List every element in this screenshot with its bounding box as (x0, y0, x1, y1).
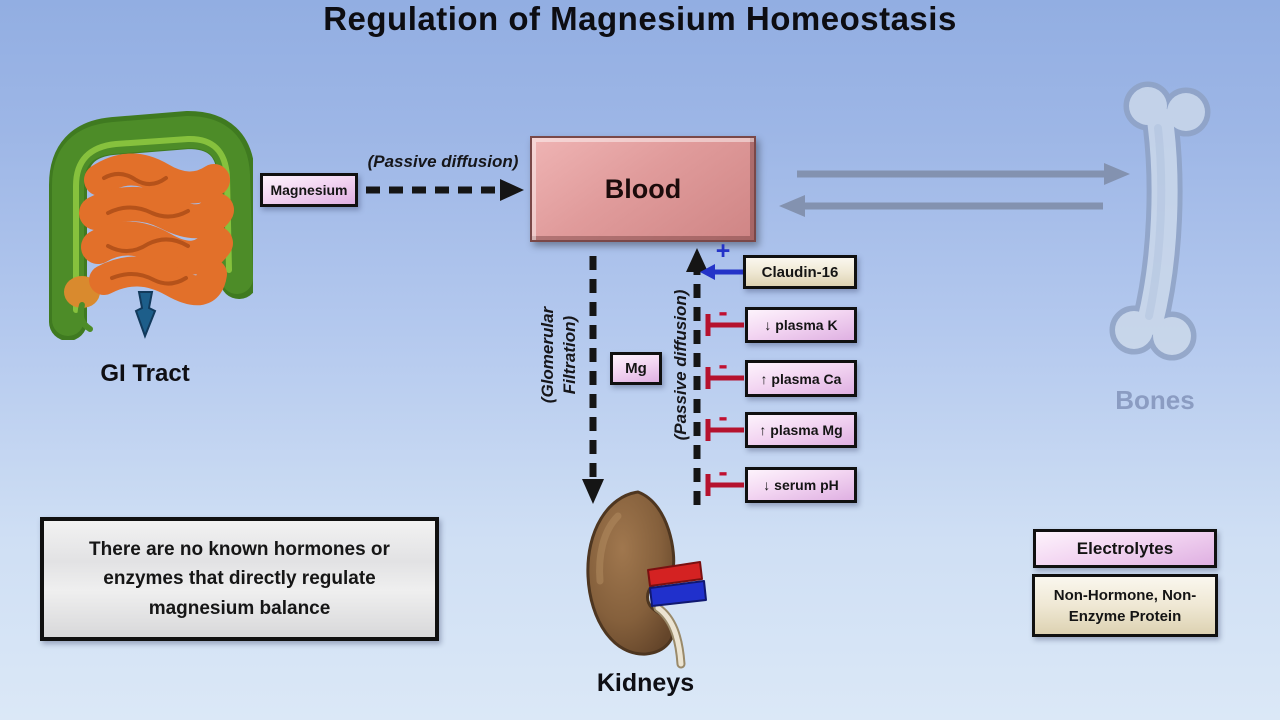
inhibition-minus-sign-plasma-mg: - (718, 401, 728, 432)
plasma-k-inhibition-tbar (705, 314, 744, 336)
plasma-ca-inhibition-tbar (705, 367, 744, 389)
stimulation-plus-sign: + (715, 237, 731, 265)
blood-to-kidneys-dashed-arrow (582, 256, 604, 504)
kidneys-label: Kidneys (596, 669, 695, 697)
claudin-16-box: Claudin-16 (743, 255, 857, 289)
kidney-illustration (586, 490, 707, 669)
bones-to-blood-arrow (779, 195, 1103, 217)
note-box: There are no known hormones or enzymes t… (40, 517, 439, 641)
plasma-mg-inhibition-tbar (705, 419, 744, 441)
inhibition-minus-sign-plasma-k: - (718, 296, 728, 327)
high-plasma-mg-box: ↑ plasma Mg (745, 412, 857, 448)
legend-non-hormone-protein-box: Non-Hormone, Non-Enzyme Protein (1032, 574, 1218, 637)
gi-to-blood-dashed-arrow (366, 179, 524, 201)
glomerular-filtration-label: (Glomerular Filtration) (538, 306, 579, 404)
blood-box: Blood (530, 136, 756, 242)
kidneys-to-blood-dashed-arrow (686, 248, 708, 505)
gi-tract-label: GI Tract (100, 360, 190, 387)
magnesium-box: Magnesium (260, 173, 358, 207)
bone-illustration (1109, 81, 1211, 361)
bones-label: Bones (1115, 385, 1195, 415)
gi-passive-diffusion-label: (Passive diffusion) (367, 152, 519, 171)
gi-tract-illustration (49, 111, 253, 340)
legend-electrolytes-box: Electrolytes (1033, 529, 1217, 568)
inhibition-minus-sign-serum-ph: - (718, 456, 728, 487)
mg-box: Mg (610, 352, 662, 385)
high-plasma-ca-box: ↑ plasma Ca (745, 360, 857, 397)
low-serum-ph-box: ↓ serum pH (745, 467, 857, 503)
small-intestine (79, 153, 234, 306)
low-plasma-k-box: ↓ plasma K (745, 307, 857, 343)
blood-to-bones-arrow (797, 163, 1130, 185)
serum-ph-inhibition-tbar (705, 474, 744, 496)
inhibition-minus-sign-plasma-ca: - (718, 349, 728, 380)
page-title: Regulation of Magnesium Homeostasis (323, 0, 957, 37)
claudin-stimulation-arrow (700, 264, 746, 280)
kidney-passive-diffusion-label: (Passive diffusion) (671, 289, 690, 441)
